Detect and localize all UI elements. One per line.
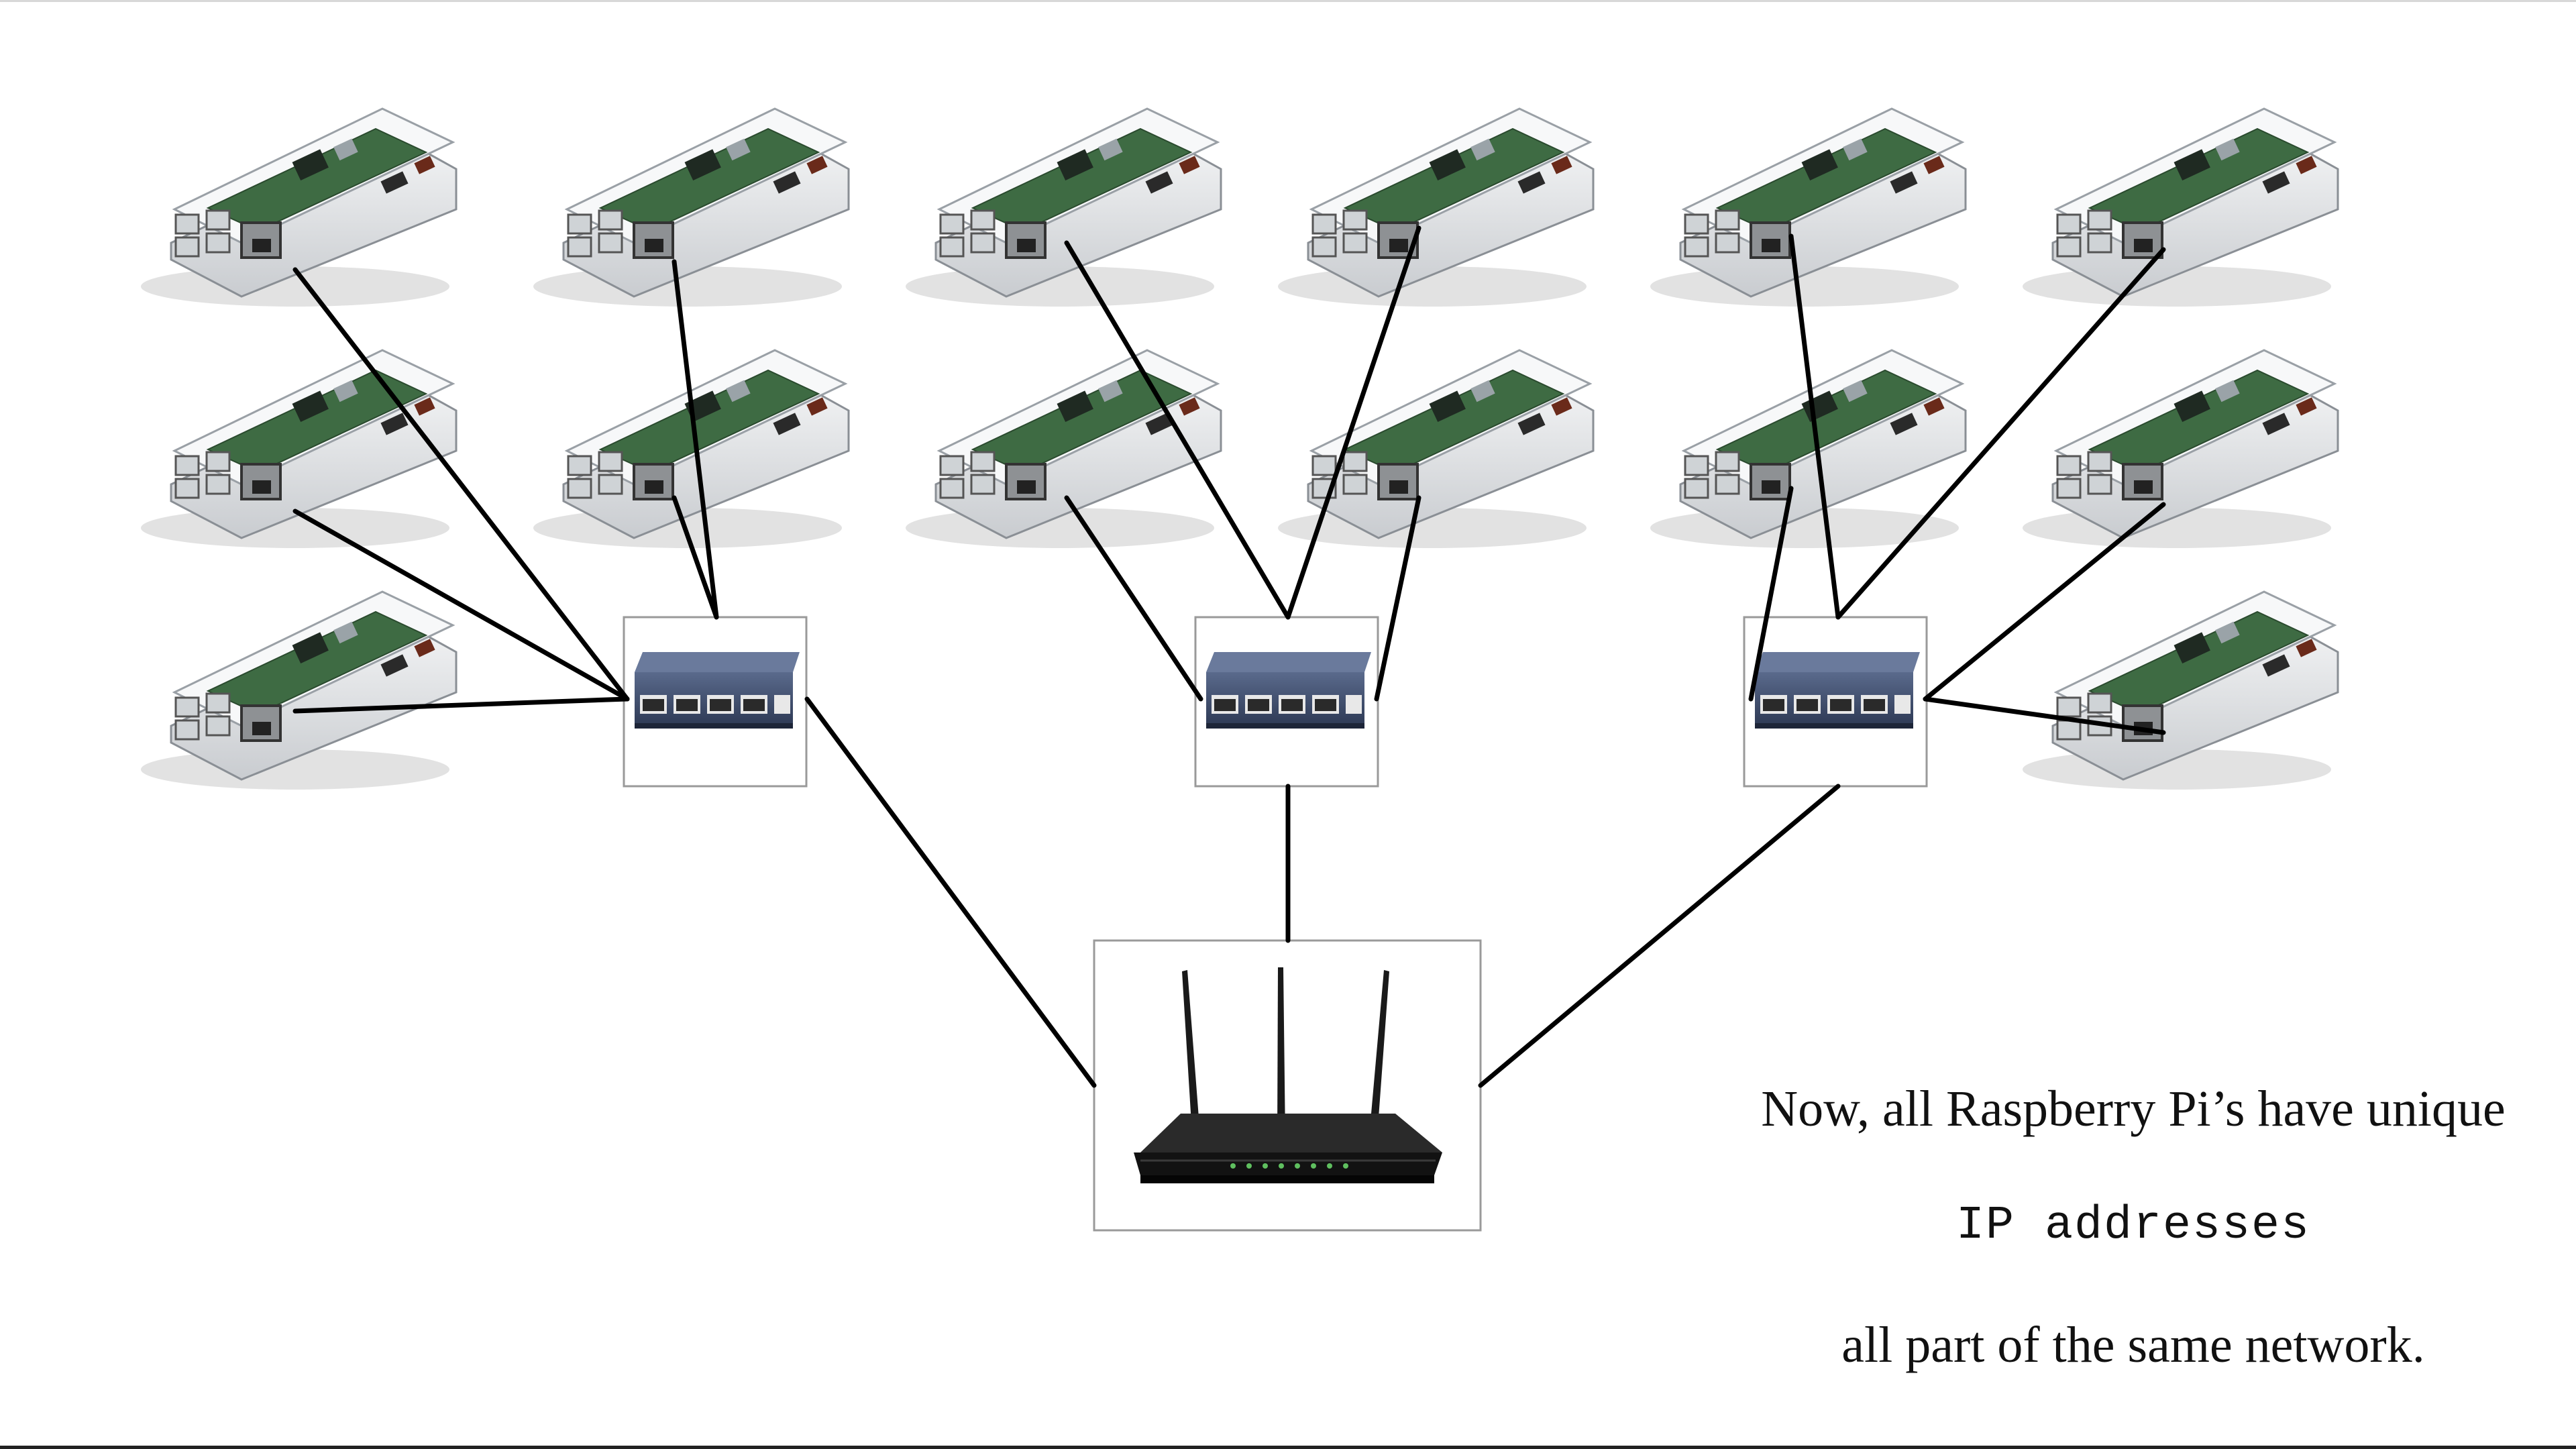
- raspberry-pi-icon: [904, 107, 1222, 308]
- raspberry-pi-icon: [140, 349, 458, 549]
- caption-line-2: IP addresses: [1955, 1199, 2311, 1252]
- raspberry-pi-icon: [2021, 349, 2339, 549]
- network-switch-icon: [1743, 616, 1928, 788]
- network-switch-icon: [623, 616, 808, 788]
- raspberry-pi-icon: [1277, 349, 1595, 549]
- network-switch-icon: [1194, 616, 1379, 788]
- raspberry-pi-icon: [1277, 107, 1595, 308]
- raspberry-pi-icon: [2021, 107, 2339, 308]
- raspberry-pi-icon: [532, 107, 850, 308]
- raspberry-pi-icon: [140, 590, 458, 791]
- raspberry-pi-icon: [532, 349, 850, 549]
- bottom-border: [0, 1446, 2576, 1449]
- caption-line-1: Now, all Raspberry Pi’s have unique: [1761, 1081, 2506, 1137]
- router-icon: [1093, 939, 1482, 1232]
- top-border: [0, 0, 2576, 2]
- raspberry-pi-icon: [904, 349, 1222, 549]
- caption-line-3: all part of the same network.: [1841, 1317, 2425, 1373]
- cables: [292, 225, 2166, 1088]
- raspberry-pi-icon: [1649, 107, 1967, 308]
- raspberry-pi-icon: [2021, 590, 2339, 791]
